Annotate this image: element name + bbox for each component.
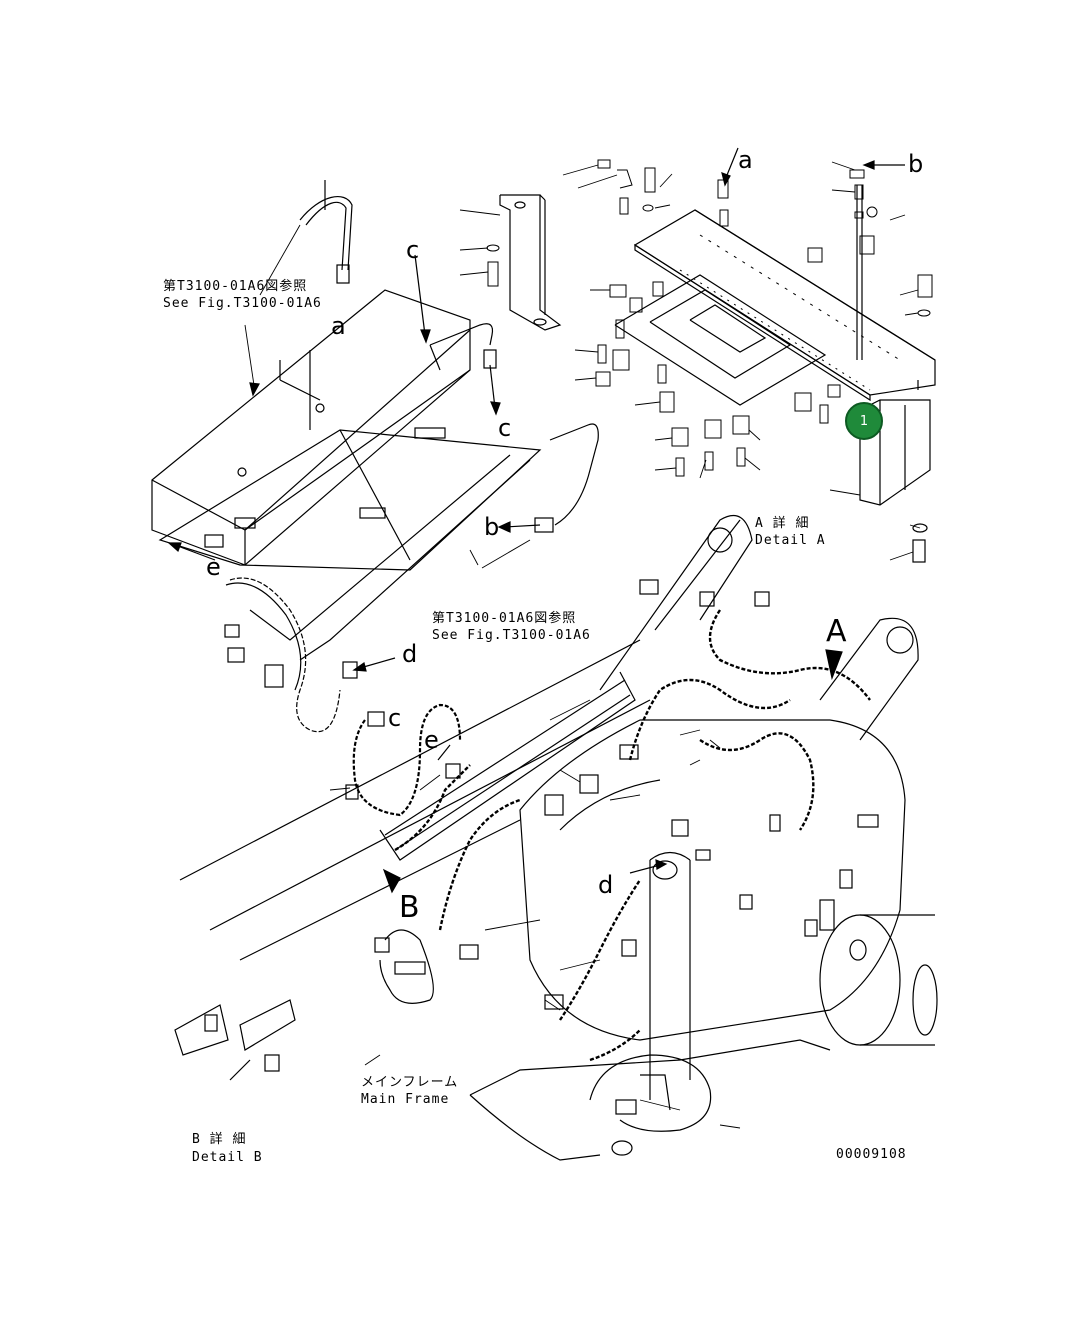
see-figure-ref-lower-en: See Fig.T3100-01A6 bbox=[432, 628, 591, 643]
view-letter-b: B bbox=[399, 890, 420, 925]
connection-letter-d-low: d bbox=[598, 871, 614, 899]
connection-letter-c-low: c bbox=[388, 704, 402, 732]
detail-a-label-jp: A 詳 細 bbox=[755, 516, 810, 531]
part-number: 00009108 bbox=[836, 1147, 907, 1162]
see-figure-ref-lower-jp: 第T3100-01A6図参照 bbox=[432, 611, 577, 626]
view-letter-a: A bbox=[826, 614, 847, 649]
connection-letter-a-top: a bbox=[738, 146, 753, 174]
connection-letter-e-mid: e bbox=[424, 726, 439, 754]
left-tube-assembly bbox=[151, 180, 599, 733]
connection-letter-b-mid: b bbox=[484, 513, 500, 541]
detail-b-label-jp: B 詳 細 bbox=[192, 1132, 247, 1147]
connection-letter-c-mid: c bbox=[498, 414, 512, 442]
main-frame-label-en: Main Frame bbox=[361, 1092, 450, 1107]
connection-letter-c-left: c bbox=[406, 236, 420, 264]
connection-letter-b-top: b bbox=[908, 150, 924, 178]
connection-letter-a-left: a bbox=[331, 312, 346, 340]
detail-b-label-en: Detail B bbox=[192, 1150, 263, 1165]
connection-arrows bbox=[167, 147, 905, 894]
main-frame-label-jp: メインフレーム bbox=[361, 1075, 459, 1090]
detail-a-label-en: Detail A bbox=[755, 533, 826, 548]
connection-letter-d-right: d bbox=[402, 640, 418, 668]
see-figure-ref-upper-jp: 第T3100-01A6図参照 bbox=[163, 279, 308, 294]
part-callout-marker[interactable]: 1 bbox=[845, 402, 883, 440]
see-figure-ref-upper-en: See Fig.T3100-01A6 bbox=[163, 296, 322, 311]
connection-letter-e-left: e bbox=[206, 553, 221, 581]
main-frame-assembly bbox=[174, 515, 938, 1161]
detail-a-assembly bbox=[459, 159, 936, 563]
